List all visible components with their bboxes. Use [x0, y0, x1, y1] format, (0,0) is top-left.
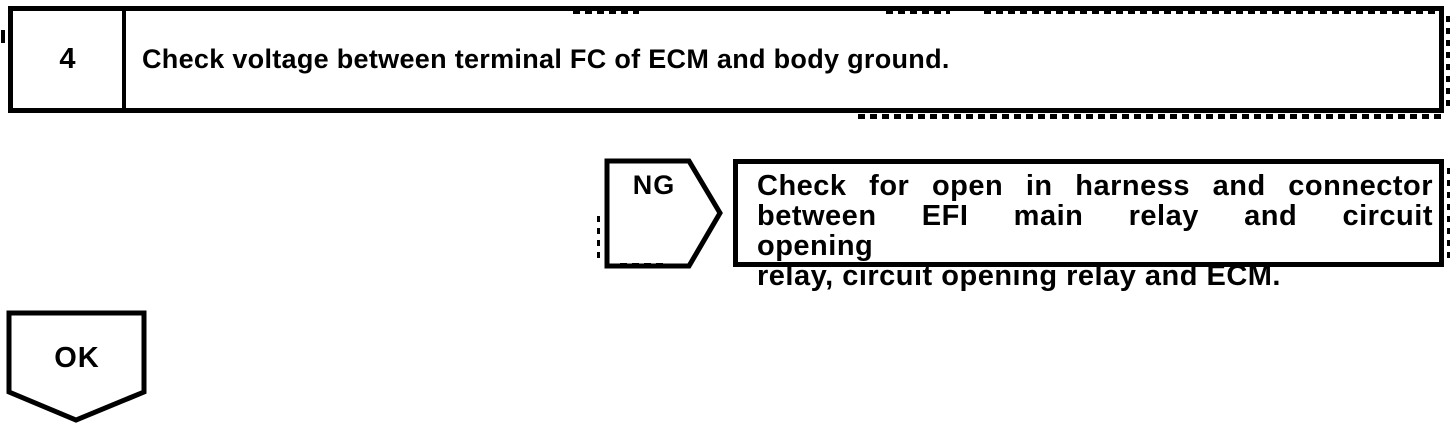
ok-pentagon: [6, 310, 147, 423]
scan-artifact: [597, 216, 600, 258]
ok-label: OK: [54, 342, 100, 374]
step-box: 4 Check voltage between terminal FC of E…: [8, 6, 1444, 113]
ng-result-line-2: between EFI main relay and circuit openi…: [757, 200, 1433, 262]
step-instruction: Check voltage between terminal FC of ECM…: [142, 44, 950, 74]
scan-artifact: [886, 10, 950, 14]
step-number-cell: 4: [13, 11, 126, 108]
step-number: 4: [59, 43, 76, 75]
ok-pentagon-shape: [6, 310, 147, 423]
scan-artifact: [573, 10, 639, 14]
scan-artifact: [984, 10, 1443, 14]
ng-result-line-1: Check for open in harness and connector: [757, 170, 1433, 202]
ng-result-line-3: relay, circuit opening relay and ECM.: [757, 260, 1281, 292]
scan-artifact: [1, 30, 5, 43]
scan-artifact: [858, 114, 1444, 119]
scan-artifact: [1446, 16, 1450, 110]
ng-pentagon-shape: [604, 158, 723, 269]
scan-artifact: [620, 263, 668, 267]
ng-result-box: Check for open in harness and connector …: [733, 159, 1444, 291]
ng-pentagon: [604, 158, 723, 269]
ng-label: NG: [632, 170, 676, 200]
scan-artifact: [1447, 168, 1450, 264]
